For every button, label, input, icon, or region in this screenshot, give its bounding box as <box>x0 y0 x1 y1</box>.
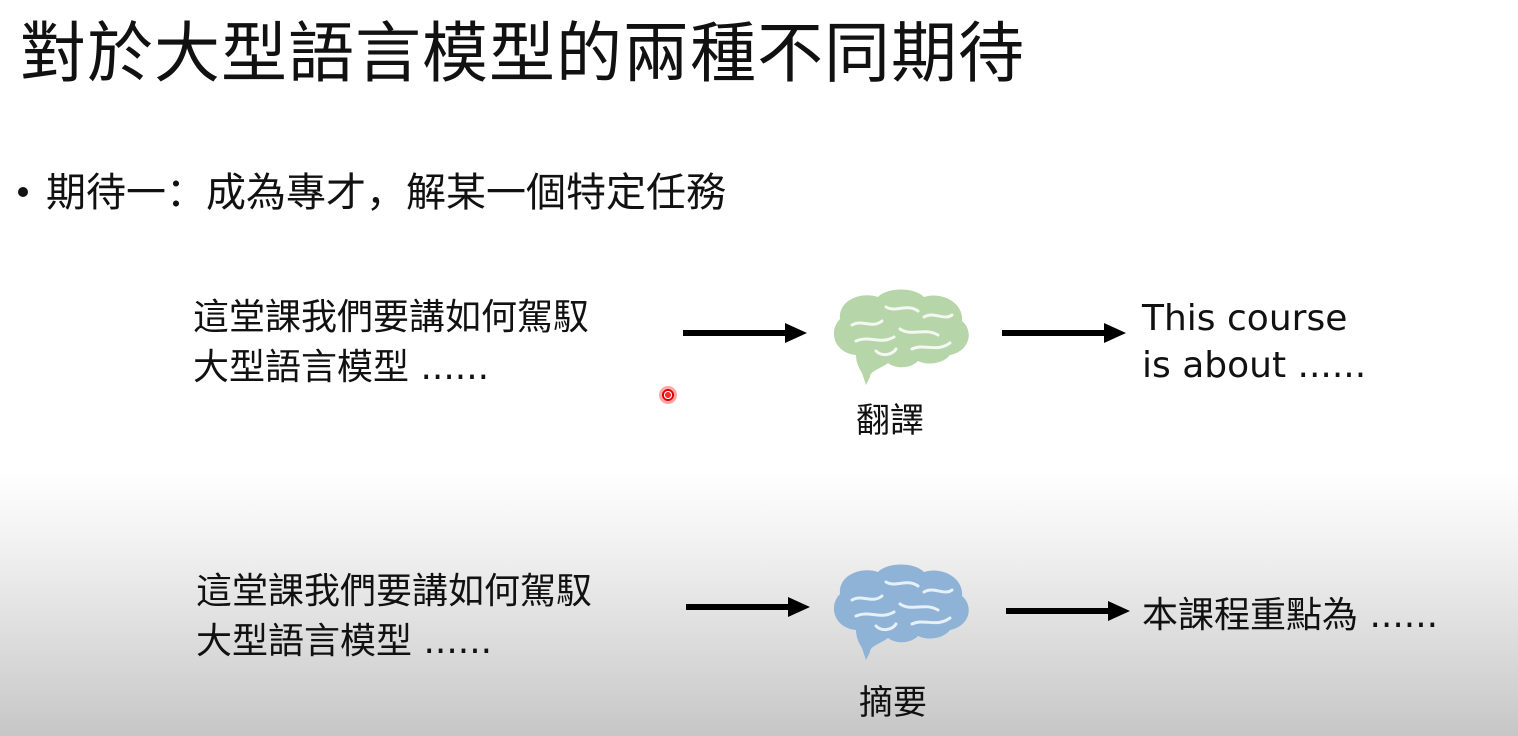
right-arrow-icon <box>1002 323 1126 343</box>
right-arrow-icon <box>686 597 810 617</box>
slide-title: 對於大型語言模型的兩種不同期待 <box>20 15 1025 92</box>
brain-icon <box>833 564 969 660</box>
summary-input-line-2: 大型語言模型 ...... <box>196 621 493 662</box>
brain-icon <box>833 289 969 385</box>
summary-output-text: 本課程重點為 ...... <box>1142 592 1438 639</box>
translation-output-line-2: is about ...... <box>1142 345 1367 386</box>
right-arrow-icon <box>1006 601 1130 621</box>
laser-pointer-icon <box>659 386 677 404</box>
summary-task-label: 摘要 <box>859 683 927 723</box>
translation-task-label: 翻譯 <box>856 401 924 441</box>
bullet-text: 期待一：成為專才，解某一個特定任務 <box>46 170 726 216</box>
summary-input-text: 這堂課我們要講如何駕馭 大型語言模型 ...... <box>196 567 592 667</box>
translation-output-text: This course is about ...... <box>1142 295 1366 389</box>
translation-output-line-1: This course <box>1142 298 1348 339</box>
summary-output-line-1: 本課程重點為 ...... <box>1142 595 1439 636</box>
translation-input-line-2: 大型語言模型 ...... <box>193 347 490 388</box>
right-arrow-icon <box>683 323 807 343</box>
translation-input-text: 這堂課我們要講如何駕馭 大型語言模型 ...... <box>193 293 589 393</box>
bullet-icon <box>18 187 28 197</box>
translation-input-line-1: 這堂課我們要講如何駕馭 <box>193 297 590 338</box>
bullet-point: 期待一：成為專才，解某一個特定任務 <box>18 165 726 221</box>
summary-input-line-1: 這堂課我們要講如何駕馭 <box>196 571 593 612</box>
